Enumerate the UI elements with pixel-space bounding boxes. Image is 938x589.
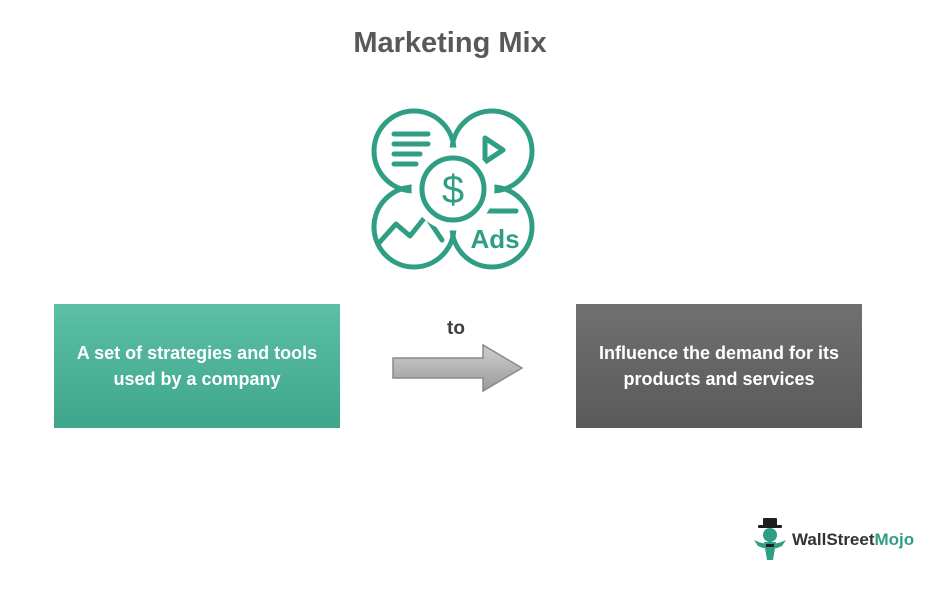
brand-name: WallStreetMojo xyxy=(792,530,914,550)
marketing-mix-icon: Ads $ xyxy=(371,108,535,270)
purpose-box: Influence the demand for its products an… xyxy=(576,304,862,428)
brand-name-part1: WallStreet xyxy=(792,530,875,549)
definition-box: A set of strategies and tools used by a … xyxy=(54,304,340,428)
brand-logo: WallStreetMojo xyxy=(752,518,914,562)
purpose-text: Influence the demand for its products an… xyxy=(598,343,840,389)
diagram-title: Marketing Mix xyxy=(353,27,547,59)
dollar-icon: $ xyxy=(411,147,495,231)
definition-text: A set of strategies and tools used by a … xyxy=(76,343,318,389)
connector-label: to xyxy=(447,318,465,339)
brand-name-part2: Mojo xyxy=(874,530,915,549)
mascot-icon xyxy=(754,518,786,560)
right-arrow-icon xyxy=(392,343,524,393)
ads-label: Ads xyxy=(470,224,519,254)
svg-text:$: $ xyxy=(442,168,464,212)
